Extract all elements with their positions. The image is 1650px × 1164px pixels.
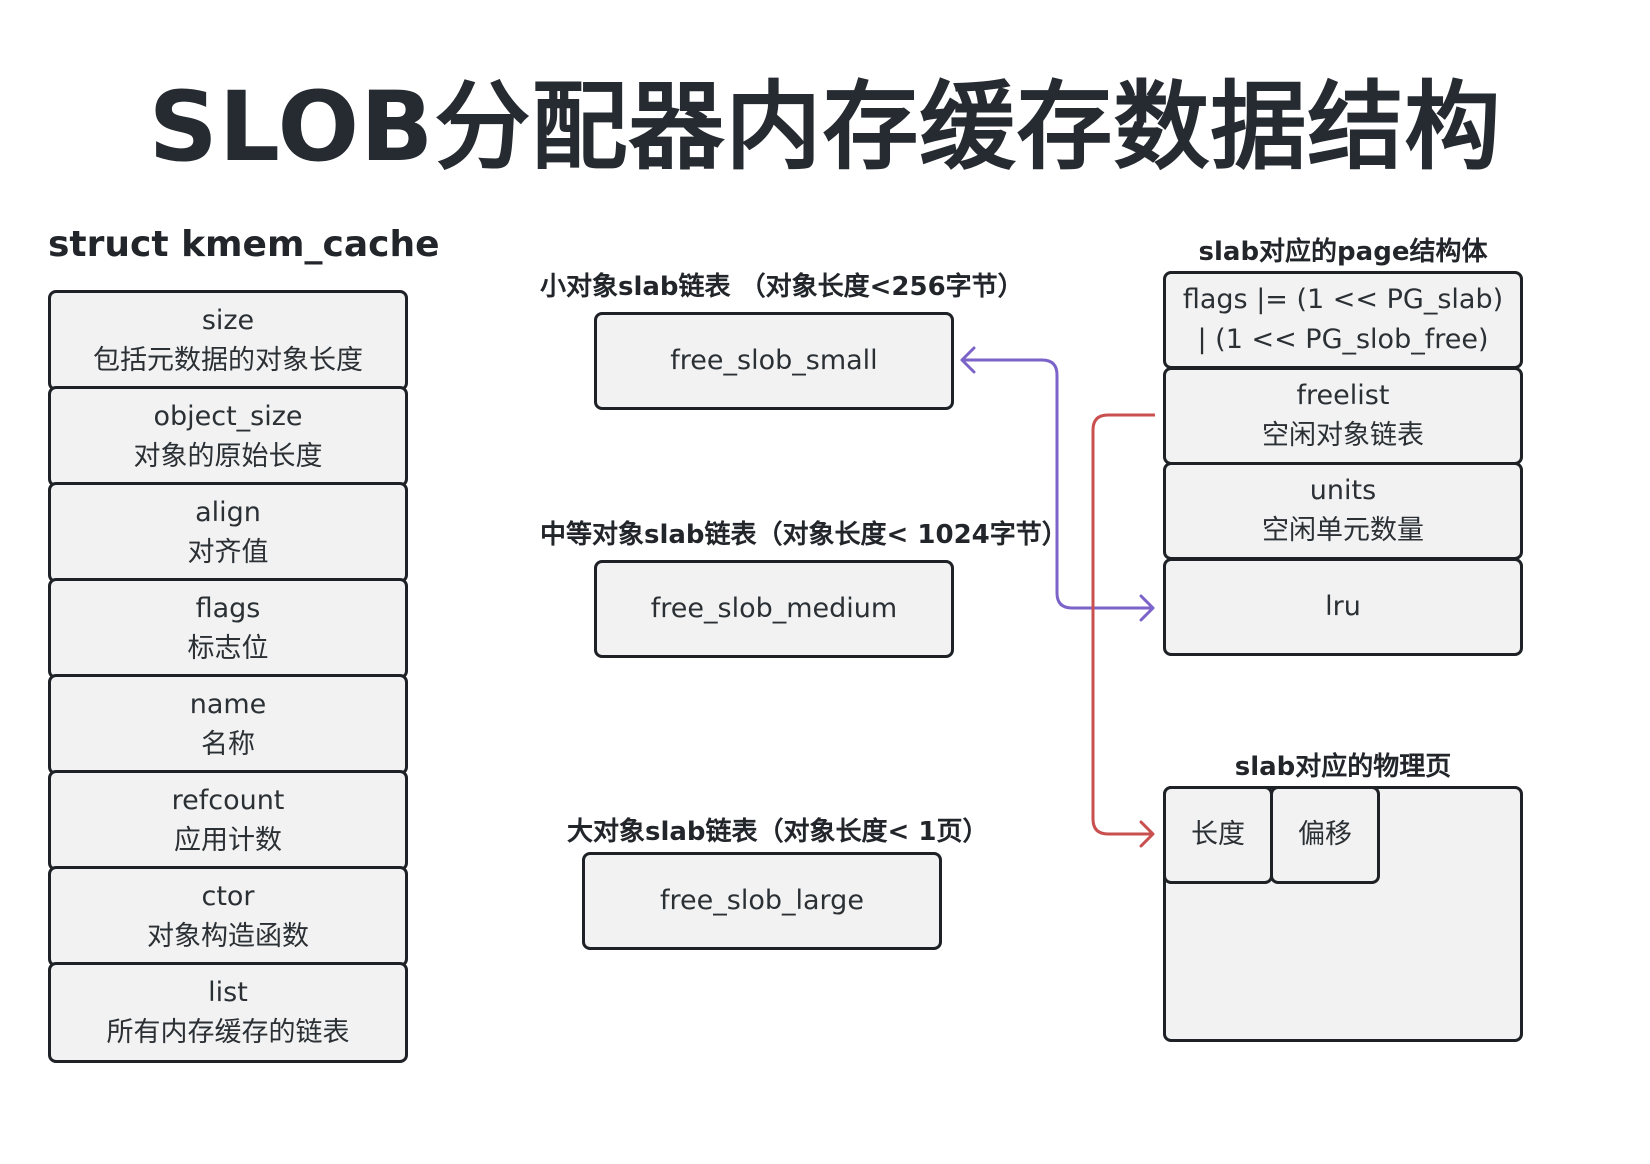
- field-list-name: list: [208, 976, 248, 1008]
- page-title: SLOB分配器内存缓存数据结构: [148, 71, 1502, 183]
- page-freelist-name: freelist: [1296, 380, 1390, 411]
- field-size: size 包括元数据的对象长度: [48, 290, 408, 391]
- field-refcount-desc: 应用计数: [174, 824, 282, 856]
- page-units-name: units: [1309, 475, 1377, 506]
- physical-page-heading: slab对应的物理页: [1234, 752, 1452, 782]
- field-align-desc: 对齐值: [187, 536, 269, 568]
- page-lru-box: lru: [1163, 558, 1523, 656]
- field-ctor: ctor 对象构造函数: [48, 866, 408, 967]
- free-slob-medium-box: free_slob_medium: [594, 560, 954, 658]
- physical-length-cell: 长度: [1163, 786, 1273, 884]
- page-units-desc: 空闲单元数量: [1262, 515, 1424, 546]
- field-refcount-name: refcount: [171, 784, 285, 816]
- page-flags-box: flags |= (1 << PG_slab) | (1 << PG_slob_…: [1163, 271, 1523, 369]
- page-flags-line1: flags |= (1 << PG_slab): [1182, 284, 1504, 315]
- page-freelist-box: freelist 空闲对象链表: [1163, 367, 1523, 465]
- field-flags-desc: 标志位: [187, 632, 269, 664]
- field-ctor-desc: 对象构造函数: [147, 920, 309, 952]
- field-size-name: size: [201, 304, 255, 336]
- field-list: list 所有内存缓存的链表: [48, 962, 408, 1063]
- field-ctor-name: ctor: [201, 880, 255, 912]
- medium-list-heading: 中等对象slab链表（对象长度< 1024字节）: [540, 520, 1068, 550]
- free-slob-large-box: free_slob_large: [582, 852, 942, 950]
- lru-to-small-arrow: [962, 358, 1153, 610]
- small-arrowhead: [960, 346, 976, 374]
- field-object-size-desc: 对象的原始长度: [133, 440, 323, 472]
- lru-arrowhead: [1139, 594, 1155, 622]
- free-slob-small-box: free_slob_small: [594, 312, 954, 410]
- large-list-heading: 大对象slab链表（对象长度< 1页）: [567, 817, 989, 847]
- kmem-cache-heading: struct kmem_cache: [48, 224, 440, 265]
- field-flags-name: flags: [195, 592, 261, 624]
- field-name-desc: 名称: [201, 728, 255, 760]
- freelist-to-physical-arrow: [1091, 413, 1155, 836]
- physical-arrowhead: [1139, 820, 1155, 848]
- small-list-heading: 小对象slab链表 （对象长度<256字节）: [540, 272, 1024, 302]
- physical-offset-cell: 偏移: [1270, 786, 1380, 884]
- field-name-name: name: [189, 688, 267, 720]
- page-flags-line2: | (1 << PG_slob_free): [1197, 324, 1489, 355]
- field-refcount: refcount 应用计数: [48, 770, 408, 871]
- field-name: name 名称: [48, 674, 408, 775]
- page-struct-heading: slab对应的page结构体: [1198, 237, 1488, 267]
- field-align-name: align: [195, 496, 261, 528]
- page-freelist-desc: 空闲对象链表: [1262, 420, 1424, 451]
- field-size-desc: 包括元数据的对象长度: [93, 344, 363, 376]
- field-list-desc: 所有内存缓存的链表: [106, 1016, 350, 1048]
- field-object-size-name: object_size: [153, 400, 303, 432]
